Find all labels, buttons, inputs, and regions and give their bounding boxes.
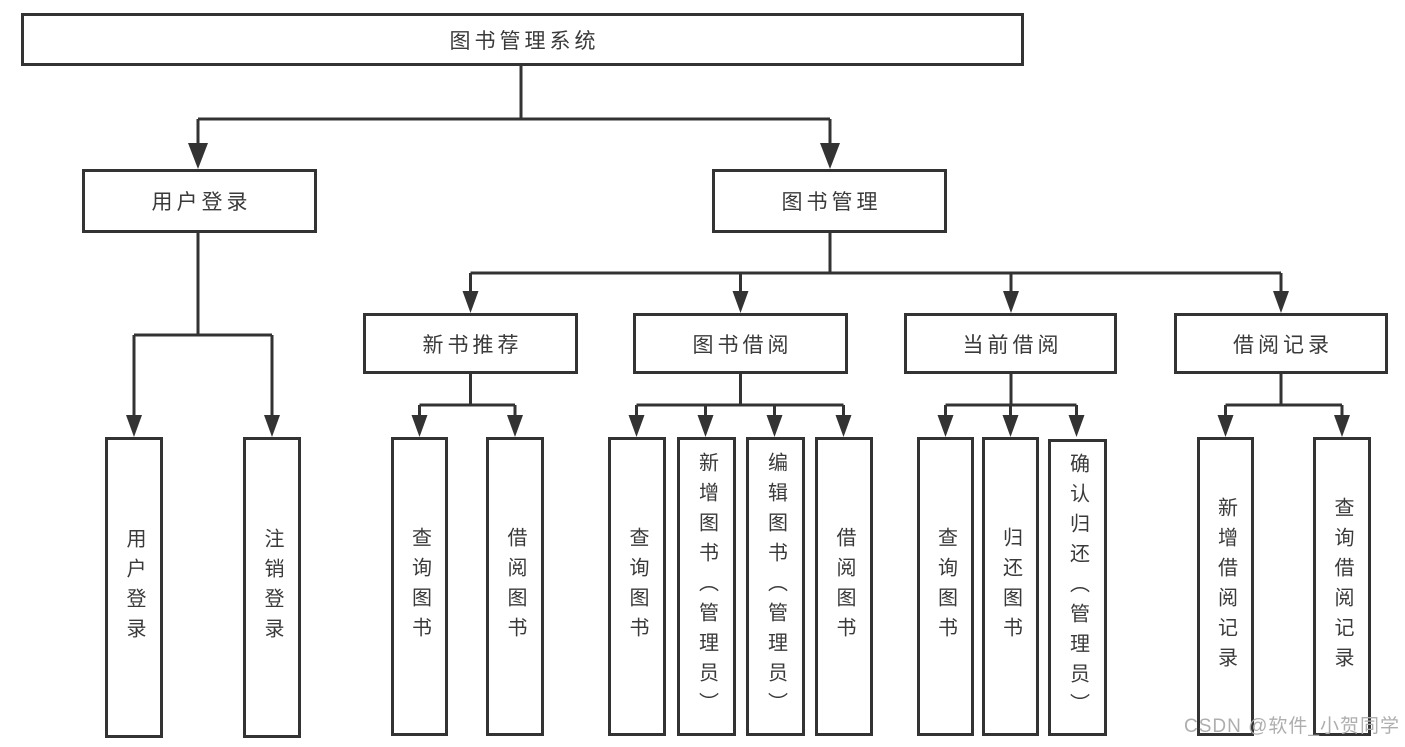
leaf-user-login-label: 用户登录 bbox=[123, 527, 145, 648]
leaf-query-book-recommend-label: 查询图书 bbox=[408, 526, 431, 647]
leaf-borrow-book: 借阅图书 bbox=[815, 437, 873, 736]
node-new-book-recommend: 新书推荐 bbox=[363, 313, 578, 374]
node-user-login-label: 用户登录 bbox=[151, 191, 252, 214]
leaf-logout-label: 注销登录 bbox=[261, 527, 283, 648]
leaf-query-book-borrowing: 查询图书 bbox=[608, 437, 666, 736]
leaf-return-book-label: 归还图书 bbox=[999, 526, 1022, 647]
leaf-query-book-borrowing-label: 查询图书 bbox=[626, 526, 648, 647]
leaf-add-book-admin-label: 新增图书（管理员） bbox=[695, 451, 718, 722]
arrowheads bbox=[126, 143, 1350, 437]
leaf-query-book-current: 查询图书 bbox=[917, 437, 974, 736]
node-new-book-recommend-label: 新书推荐 bbox=[422, 333, 523, 357]
leaf-add-borrow-record: 新增借阅记录 bbox=[1197, 437, 1254, 736]
leaf-edit-book-admin: 编辑图书（管理员） bbox=[746, 437, 805, 736]
node-current-borrowing: 当前借阅 bbox=[904, 313, 1117, 374]
leaf-return-book: 归还图书 bbox=[982, 437, 1039, 736]
node-borrowing-records: 借阅记录 bbox=[1174, 313, 1388, 374]
leaf-query-book-current-label: 查询图书 bbox=[934, 526, 957, 647]
leaf-borrow-book-recommend-label: 借阅图书 bbox=[504, 526, 526, 647]
node-library-system: 图书管理系统 bbox=[21, 13, 1024, 66]
node-current-borrowing-label: 当前借阅 bbox=[962, 333, 1063, 357]
leaf-query-borrow-record: 查询借阅记录 bbox=[1313, 437, 1371, 736]
node-book-borrowing-label: 图书借阅 bbox=[692, 333, 793, 357]
node-book-management-label: 图书管理 bbox=[781, 191, 882, 214]
leaf-borrow-book-recommend: 借阅图书 bbox=[486, 437, 544, 736]
node-library-system-label: 图书管理系统 bbox=[449, 29, 600, 53]
leaf-query-book-recommend: 查询图书 bbox=[391, 437, 448, 736]
leaf-add-borrow-record-label: 新增借阅记录 bbox=[1214, 496, 1237, 677]
leaf-query-borrow-record-label: 查询借阅记录 bbox=[1331, 496, 1353, 677]
leaf-logout: 注销登录 bbox=[243, 437, 301, 738]
leaf-confirm-return-admin: 确认归还（管理员） bbox=[1048, 439, 1107, 736]
node-user-login: 用户登录 bbox=[82, 169, 317, 233]
node-book-borrowing: 图书借阅 bbox=[633, 313, 848, 374]
csdn-watermark: CSDN @软件_小贺同学 bbox=[1184, 716, 1400, 737]
leaf-confirm-return-admin-label: 确认归还（管理员） bbox=[1066, 452, 1089, 723]
leaf-edit-book-admin-label: 编辑图书（管理员） bbox=[764, 451, 787, 722]
leaf-borrow-book-label: 借阅图书 bbox=[833, 526, 855, 647]
leaf-add-book-admin: 新增图书（管理员） bbox=[677, 437, 736, 736]
node-book-management: 图书管理 bbox=[712, 169, 947, 233]
node-borrowing-records-label: 借阅记录 bbox=[1233, 333, 1333, 357]
leaf-user-login: 用户登录 bbox=[105, 437, 163, 738]
